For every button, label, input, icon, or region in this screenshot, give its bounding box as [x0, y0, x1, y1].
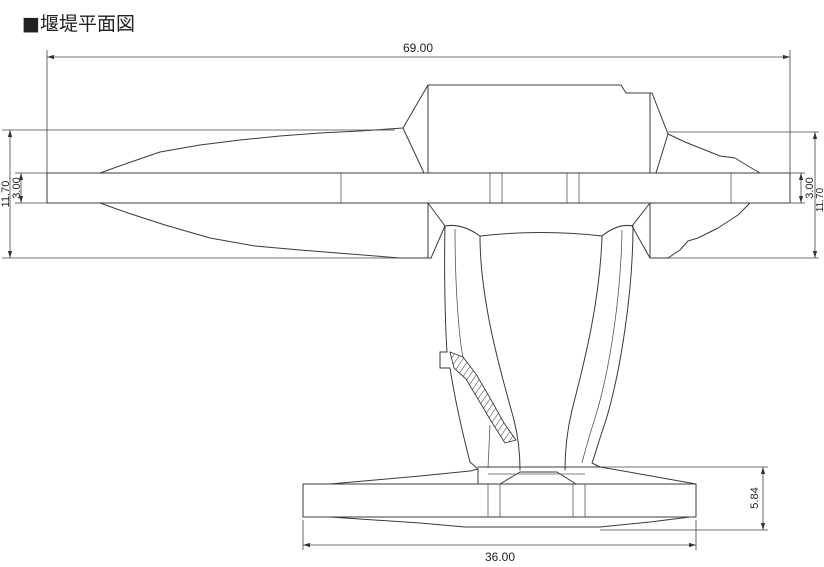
channel-top	[479, 232, 603, 237]
dim-right-bottom-label: 5.84	[749, 487, 761, 508]
left-wing-lower	[99, 202, 432, 259]
stem-outer-left	[439, 225, 479, 485]
dim-left-inner-label: 3.00	[11, 177, 23, 198]
channel-right	[564, 235, 603, 471]
left-wing-upper	[99, 127, 404, 174]
right-wing-upper	[667, 133, 761, 174]
apron-fan-upper-right	[599, 466, 697, 485]
crest-band	[46, 172, 791, 204]
right-wing-lower	[649, 202, 751, 259]
channel-left	[479, 235, 521, 471]
upper-block-outline	[402, 84, 669, 174]
lower-block-right	[631, 202, 651, 259]
page-title: ■堰堤平面図	[22, 13, 135, 35]
stem-outer-right	[591, 225, 634, 468]
hatch-edge	[487, 424, 491, 469]
stem-top-left	[444, 225, 481, 237]
dim-right-outer-label: 11.70	[815, 187, 824, 212]
dim-bottom-label: 36.00	[485, 550, 515, 564]
apron-band	[302, 483, 697, 518]
dim-left-outer-label: 11.70	[0, 181, 12, 208]
dim-top-label: 69.00	[403, 41, 433, 55]
lower-block-left	[427, 202, 446, 259]
stem-top-right	[601, 225, 634, 237]
stem-inner-left	[454, 228, 464, 359]
apron-fan-lower-right	[599, 516, 691, 528]
apron-fan-upper-left	[329, 468, 479, 485]
upper-block-slope-left	[402, 127, 425, 174]
apron-center-piece	[499, 471, 577, 485]
stem-inner-right	[581, 229, 623, 464]
hatch-area	[449, 351, 517, 444]
apron-fan-lower-left	[329, 516, 466, 528]
